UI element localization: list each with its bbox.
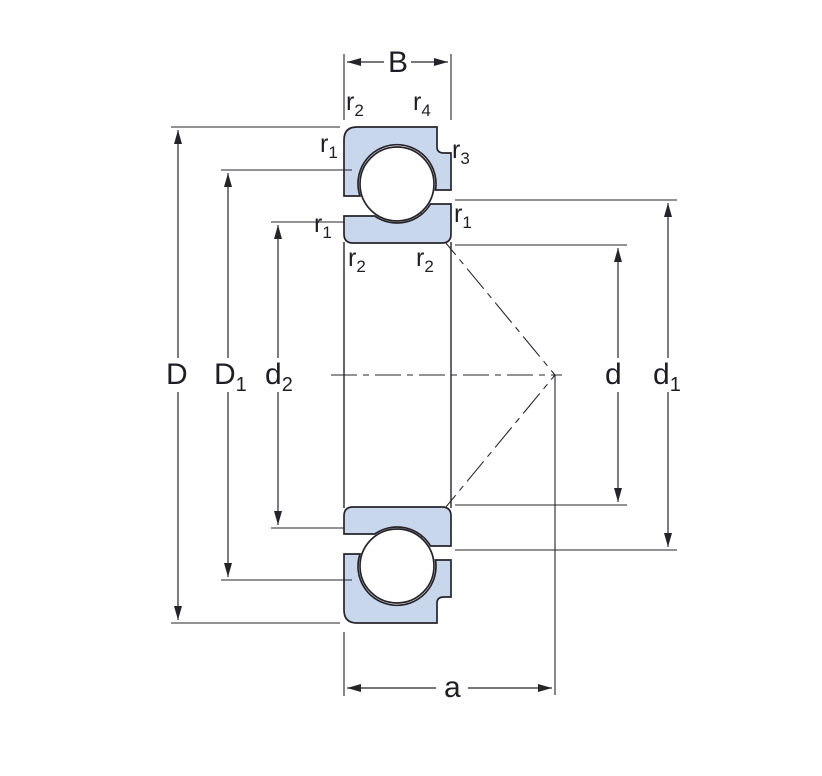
label-r4-top-right: r4 (413, 88, 431, 120)
dimension-d: d (455, 244, 627, 506)
outer-ring-bottom-section (343, 553, 452, 624)
label-d2: d2 (265, 358, 293, 396)
dimension-D: D (166, 126, 340, 624)
dimension-d2: d2 (265, 221, 344, 529)
dimension-B: B (343, 46, 452, 120)
dimension-D1: D1 (214, 169, 352, 581)
label-B: B (388, 46, 408, 79)
dimension-d1: d1 (455, 199, 681, 551)
label-d: d (605, 358, 622, 391)
dimension-a: a (343, 632, 552, 704)
label-D1: D1 (214, 358, 247, 396)
label-r1-mid-left: r1 (314, 210, 332, 242)
label-r2-top-left: r2 (346, 88, 364, 120)
label-r2-lower-left: r2 (348, 244, 366, 276)
ball-top (359, 146, 435, 222)
inner-ring-bottom-section (343, 506, 452, 547)
label-a: a (444, 671, 461, 704)
label-r1-mid-right: r1 (454, 200, 472, 232)
label-r2-lower-right: r2 (416, 244, 434, 276)
label-r3-upper-right: r3 (452, 136, 470, 168)
label-d1: d1 (653, 358, 681, 396)
label-D: D (166, 358, 188, 391)
inner-ring-top-section (343, 203, 452, 244)
label-r1-upper-left: r1 (320, 130, 338, 162)
ball-bottom (359, 528, 435, 604)
outer-ring-top-section (343, 126, 452, 197)
